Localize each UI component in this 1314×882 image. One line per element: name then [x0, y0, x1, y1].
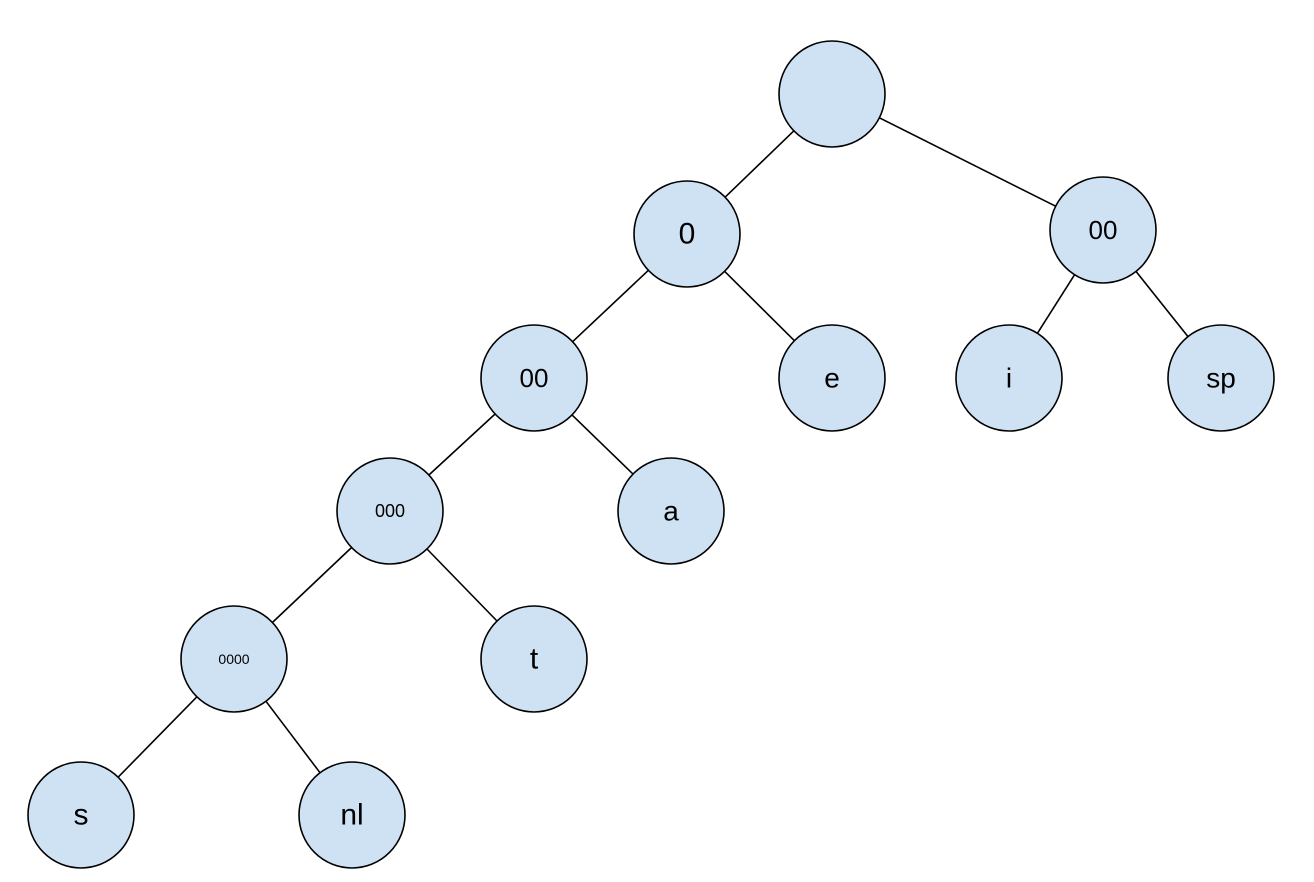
edge-n-0000-to-leaf-nl — [265, 700, 321, 774]
node-circle-n-00-right — [1049, 176, 1157, 284]
node-circle-n-0000 — [180, 605, 288, 713]
node-n-00-left: 00 — [480, 324, 588, 432]
edge-root-to-n-0 — [724, 130, 795, 198]
node-n-00-right: 00 — [1049, 176, 1157, 284]
node-n-0000: 0000 — [180, 605, 288, 713]
node-circle-root — [778, 40, 886, 148]
node-label-n-000: 000 — [375, 501, 405, 521]
node-circle-n-00-left — [480, 324, 588, 432]
node-circle-leaf-s — [27, 761, 135, 869]
node-circle-n-000 — [336, 457, 444, 565]
node-leaf-a: a — [617, 457, 725, 565]
node-circle-leaf-e — [778, 324, 886, 432]
edge-root-to-n-00-right — [879, 117, 1056, 207]
node-label-n-0000: 0000 — [218, 651, 249, 667]
node-circle-leaf-nl — [298, 761, 406, 869]
node-label-leaf-i: i — [1006, 363, 1012, 394]
node-label-n-00-right: 00 — [1089, 215, 1118, 245]
edge-n-00-right-to-leaf-i — [1036, 274, 1076, 334]
edge-n-00-left-to-leaf-a — [571, 414, 634, 475]
edge-n-000-to-leaf-t — [426, 548, 498, 622]
node-circle-leaf-a — [617, 457, 725, 565]
node-label-leaf-t: t — [530, 643, 539, 676]
node-label-n-00-left: 00 — [520, 363, 549, 393]
edge-n-0-to-n-00-left — [572, 269, 649, 343]
edge-n-0-to-leaf-e — [724, 270, 795, 342]
node-leaf-nl: nl — [298, 761, 406, 869]
node-circle-n-0 — [633, 180, 741, 288]
node-label-leaf-e: e — [824, 363, 840, 394]
node-circle-leaf-sp — [1167, 324, 1275, 432]
node-leaf-t: t — [480, 605, 588, 713]
node-leaf-sp: sp — [1167, 324, 1275, 432]
node-leaf-i: i — [955, 324, 1063, 432]
tree-edges — [117, 117, 1189, 778]
node-root — [778, 40, 886, 148]
node-label-leaf-s: s — [74, 799, 89, 832]
node-n-0: 0 — [633, 180, 741, 288]
node-label-leaf-sp: sp — [1206, 363, 1236, 394]
node-leaf-e: e — [778, 324, 886, 432]
node-label-leaf-a: a — [663, 496, 679, 527]
edge-n-00-left-to-n-000 — [428, 413, 496, 476]
edge-n-000-to-n-0000 — [271, 546, 353, 624]
edge-n-0000-to-leaf-s — [117, 696, 198, 778]
node-label-leaf-nl: nl — [340, 799, 363, 832]
edge-n-00-right-to-leaf-sp — [1135, 270, 1189, 338]
node-label-n-0: 0 — [679, 218, 696, 251]
node-circle-leaf-i — [955, 324, 1063, 432]
node-n-000: 000 — [336, 457, 444, 565]
node-circle-leaf-t — [480, 605, 588, 713]
node-leaf-s: s — [27, 761, 135, 869]
